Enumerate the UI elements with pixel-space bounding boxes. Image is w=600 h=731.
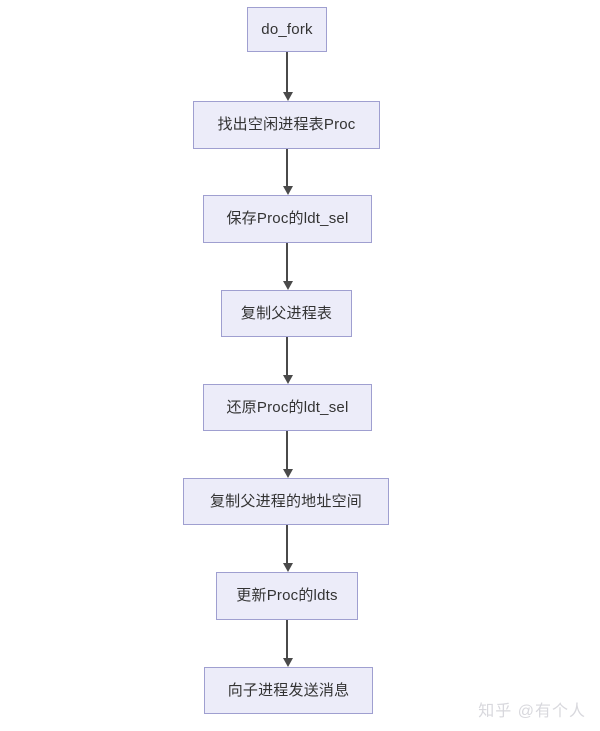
connector-line bbox=[286, 525, 288, 564]
flow-node-label: 还原Proc的ldt_sel bbox=[226, 398, 349, 416]
connector-line bbox=[286, 149, 288, 187]
watermark: 知乎 @有个人 bbox=[478, 703, 586, 720]
arrowhead-icon bbox=[283, 186, 293, 195]
flow-node-label: 向子进程发送消息 bbox=[227, 681, 350, 699]
arrowhead-icon bbox=[283, 92, 293, 101]
flow-node-n1: do_fork bbox=[247, 7, 327, 52]
arrowhead-icon bbox=[283, 658, 293, 667]
flow-connector bbox=[283, 431, 293, 478]
flow-node-n3: 保存Proc的ldt_sel bbox=[203, 195, 372, 243]
flow-node-n6: 复制父进程的地址空间 bbox=[183, 478, 389, 525]
connector-line bbox=[286, 431, 288, 470]
arrowhead-icon bbox=[283, 563, 293, 572]
arrowhead-icon bbox=[283, 375, 293, 384]
flow-node-label: 复制父进程表 bbox=[240, 304, 333, 322]
flow-connector bbox=[283, 525, 293, 572]
flow-node-label: do_fork bbox=[261, 20, 313, 38]
flow-node-n4: 复制父进程表 bbox=[221, 290, 352, 337]
arrowhead-icon bbox=[283, 281, 293, 290]
connector-line bbox=[286, 52, 288, 93]
flow-node-n5: 还原Proc的ldt_sel bbox=[203, 384, 372, 431]
flow-node-label: 找出空闲进程表Proc bbox=[217, 116, 356, 133]
connector-line bbox=[286, 620, 288, 659]
flow-node-n8: 向子进程发送消息 bbox=[204, 667, 373, 714]
connector-line bbox=[286, 337, 288, 376]
flow-node-label: 保存Proc的ldt_sel bbox=[226, 210, 349, 227]
flow-node-n7: 更新Proc的ldts bbox=[216, 572, 358, 620]
arrowhead-icon bbox=[283, 469, 293, 478]
flow-node-label: 更新Proc的ldts bbox=[236, 587, 338, 604]
flow-connector bbox=[283, 52, 293, 101]
flow-connector bbox=[283, 337, 293, 384]
flow-node-n2: 找出空闲进程表Proc bbox=[193, 101, 380, 149]
flow-connector bbox=[283, 149, 293, 195]
connector-line bbox=[286, 243, 288, 282]
flow-node-label: 复制父进程的地址空间 bbox=[209, 492, 362, 510]
flow-connector bbox=[283, 243, 293, 290]
flow-connector bbox=[283, 620, 293, 667]
